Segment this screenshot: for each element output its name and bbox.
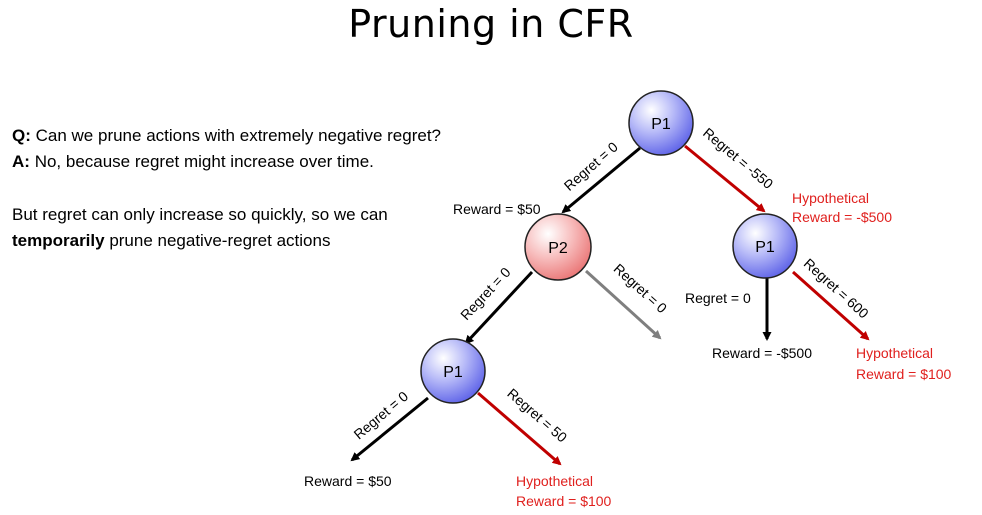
answer-text: No, because regret might increase over t… — [34, 152, 374, 171]
explanation-part2: prune negative-regret actions — [104, 231, 331, 250]
edge-label-right-down: Regret = 0 — [685, 290, 751, 306]
reward-p2: Reward = $50 — [453, 201, 541, 217]
explanation-part1: But regret can only increase so quickly,… — [12, 205, 388, 224]
hyp-right-line2: Reward = -$500 — [792, 209, 892, 225]
hyp-bottom-line1: Hypothetical — [516, 473, 593, 489]
reward-bottom-left: Reward = $50 — [304, 473, 392, 489]
node-p2-label: P2 — [548, 240, 568, 257]
hyp-bottom-line2: Reward = $100 — [516, 493, 612, 509]
hyp-right2-line2: Reward = $100 — [856, 366, 952, 382]
answer-label: A: — [12, 152, 30, 171]
edge-right-p1-to-hyp — [792, 270, 870, 341]
edge-root-to-p2 — [561, 146, 641, 214]
reward-right-down: Reward = -$500 — [712, 345, 812, 361]
node-root-label: P1 — [651, 116, 671, 133]
edge-root-to-right-p1 — [684, 144, 766, 213]
edge-bottom-p1-left — [350, 396, 429, 462]
node-bottom-p1-label: P1 — [443, 364, 463, 381]
edge-label-p1-right: Regret = 50 — [504, 385, 570, 445]
answer-line: A: No, because regret might increase ove… — [12, 149, 441, 175]
edge-label-p2-to-p1: Regret = 0 — [457, 264, 514, 323]
edge-label-root-to-right: Regret = -550 — [700, 124, 776, 192]
explanation-emphasis: temporarily — [12, 231, 105, 250]
hyp-right2-line1: Hypothetical — [856, 345, 933, 361]
question-line: Q: Can we prune actions with extremely n… — [12, 123, 441, 149]
node-p2: P2 — [524, 213, 592, 281]
hyp-right-line1: Hypothetical — [792, 190, 869, 206]
edge-bottom-p1-right — [477, 391, 562, 466]
question-label: Q: — [12, 126, 31, 145]
qa-block: Q: Can we prune actions with extremely n… — [12, 123, 441, 175]
edge-label-root-to-p2: Regret = 0 — [561, 138, 621, 193]
edge-p2-to-bottom-p1 — [464, 270, 534, 345]
node-root-p1: P1 — [628, 90, 694, 156]
node-bottom-p1: P1 — [420, 338, 486, 404]
node-right-p1-label: P1 — [755, 239, 775, 256]
question-text: Can we prune actions with extremely nega… — [35, 126, 442, 145]
edge-label-p2-pruned: Regret = 0 — [611, 260, 671, 316]
node-right-p1: P1 — [732, 213, 798, 279]
slide-title: Pruning in CFR — [348, 2, 634, 46]
edge-label-p1-left: Regret = 0 — [350, 388, 411, 443]
explanation-text: But regret can only increase so quickly,… — [12, 202, 432, 254]
edge-p2-pruned — [584, 269, 662, 340]
